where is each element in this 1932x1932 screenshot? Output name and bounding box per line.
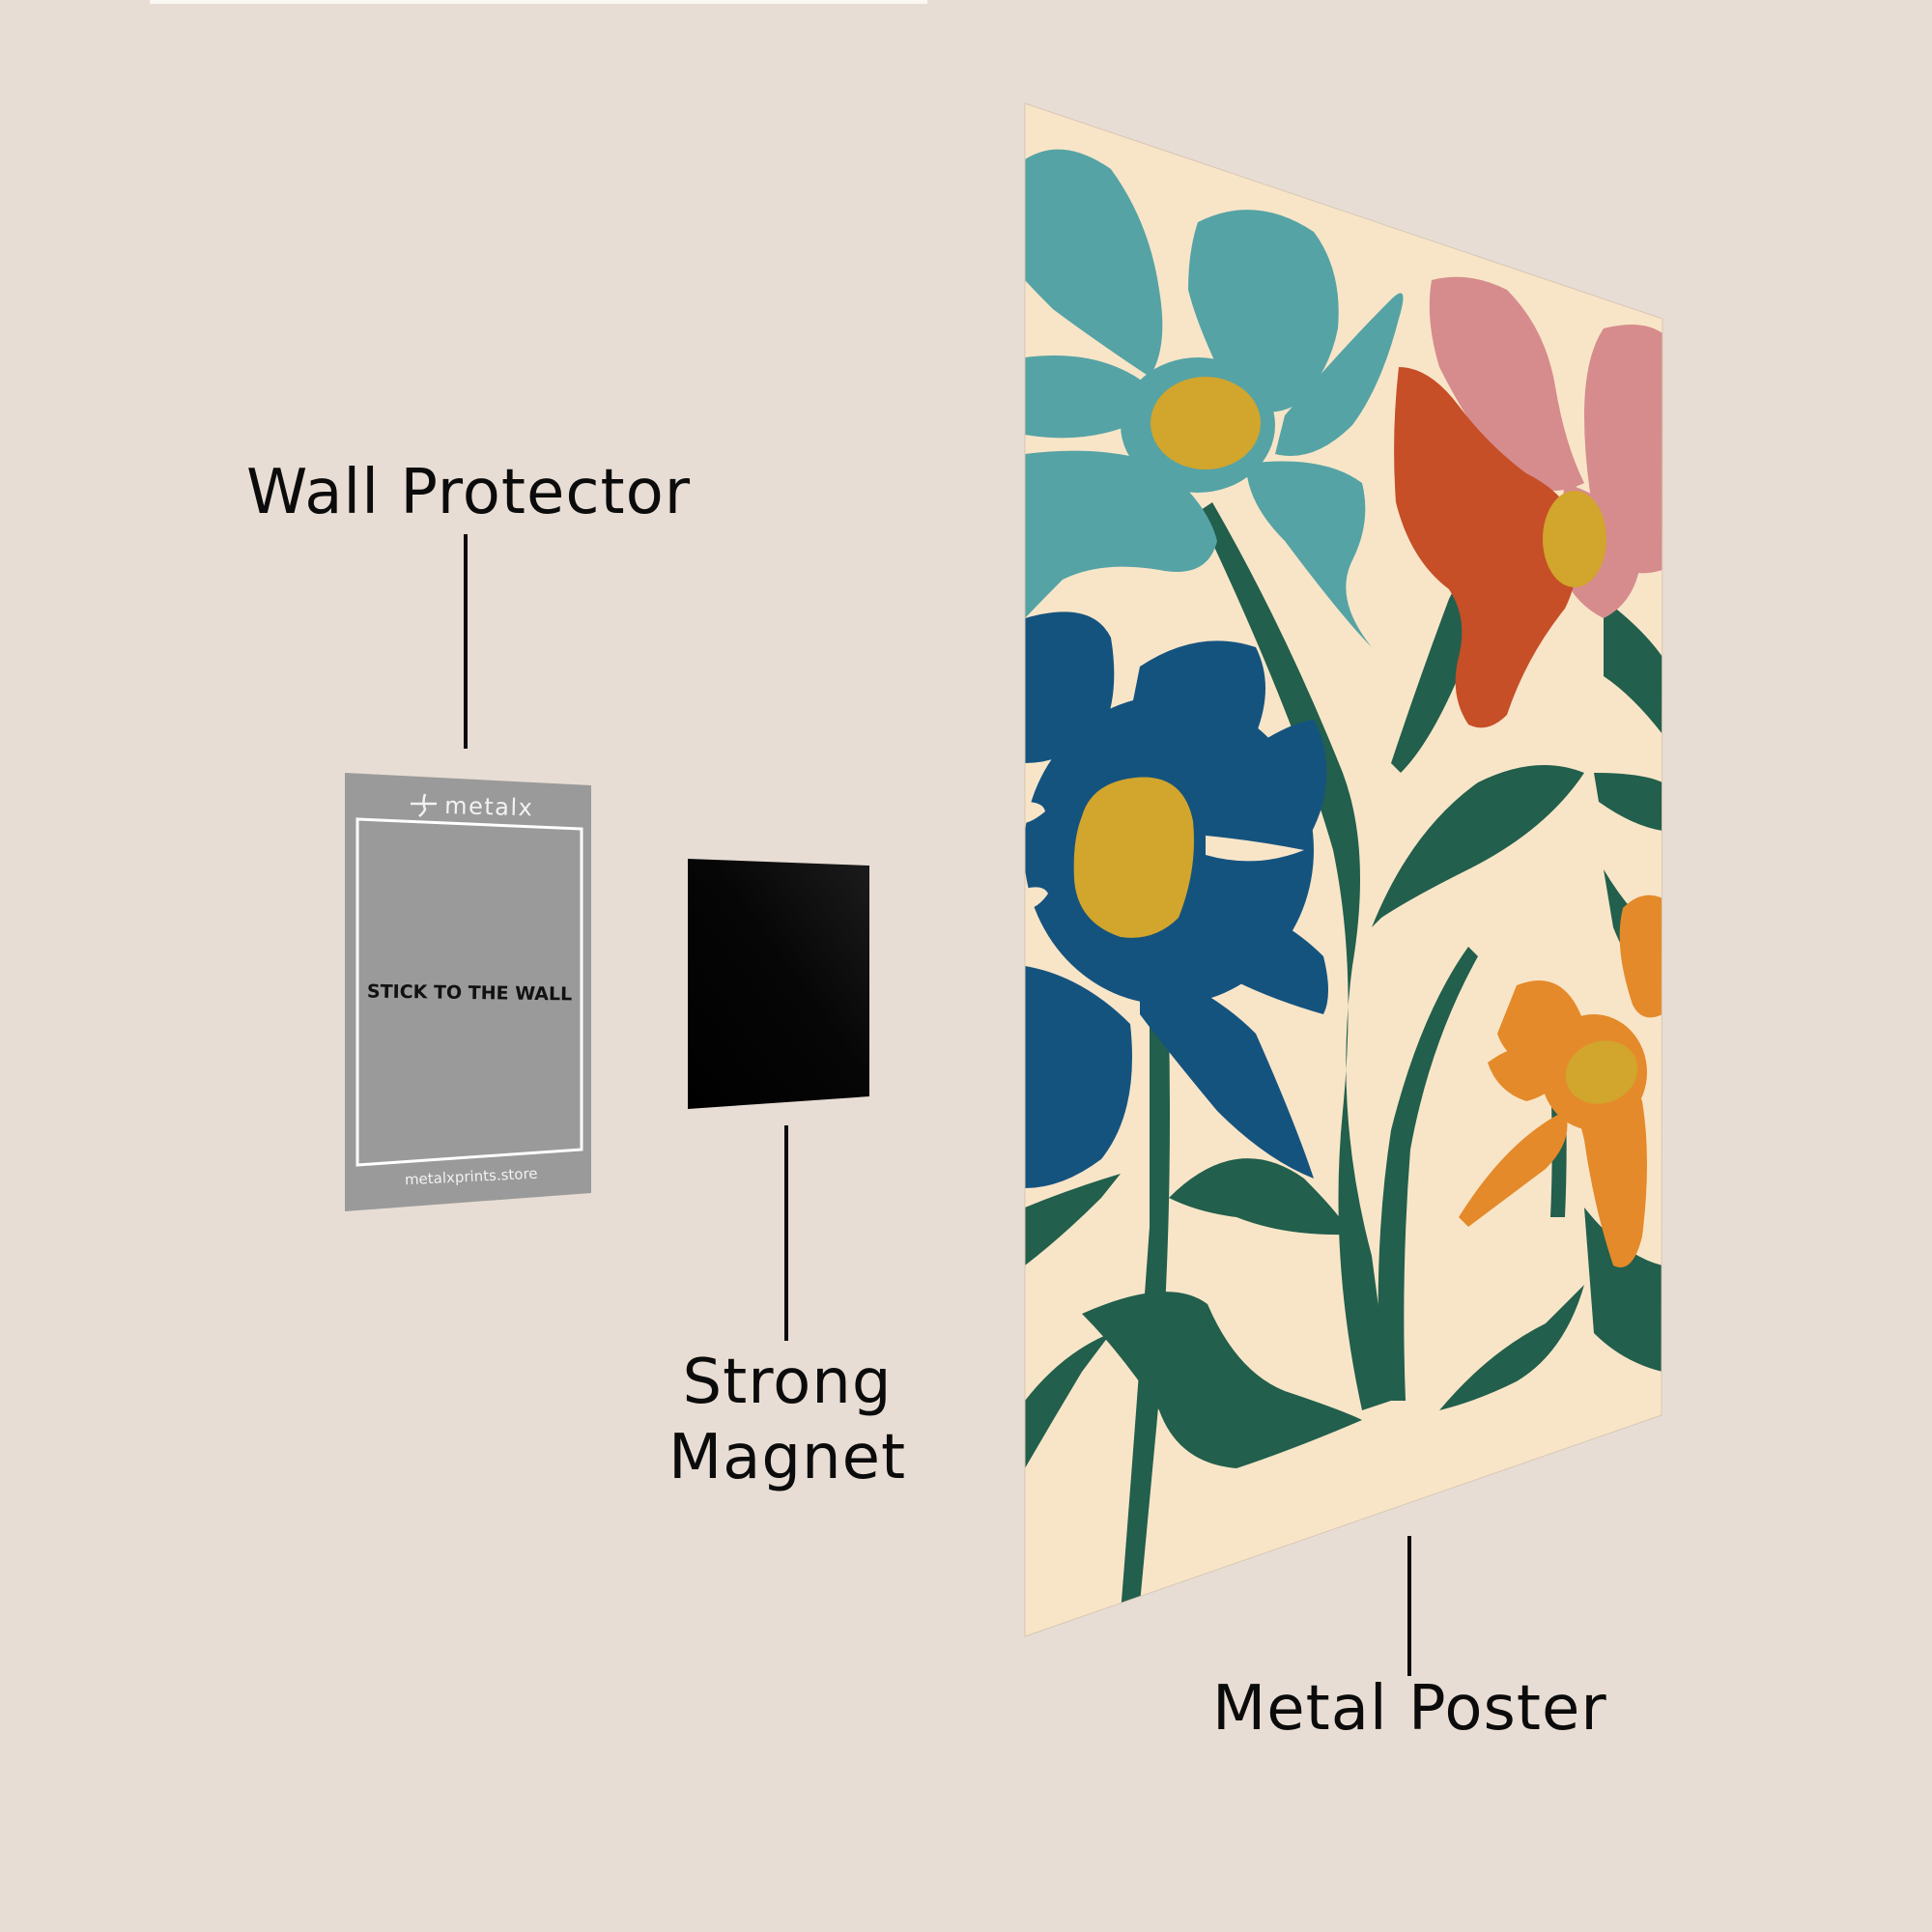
strong-magnet-label: Strong Magnet bbox=[667, 1345, 908, 1495]
magnet-panel bbox=[688, 859, 869, 1109]
wall-protector-panel: metalx STICK TO THE WALL metalxprints.st… bbox=[345, 773, 591, 1211]
orange-flower-center bbox=[1565, 1040, 1638, 1104]
metal-poster bbox=[1024, 102, 1663, 1637]
teal-flower-center bbox=[1151, 377, 1261, 469]
wall-protector-label: Wall Protector bbox=[246, 457, 692, 528]
metal-poster-leader-line bbox=[1407, 1536, 1411, 1676]
strong-magnet-label-line2: Magnet bbox=[668, 1422, 907, 1493]
wall-protector-leader-line bbox=[464, 534, 468, 749]
strong-magnet-label-line1: Strong bbox=[682, 1347, 893, 1418]
stick-to-wall-text: STICK TO THE WALL bbox=[367, 981, 572, 1006]
metal-poster-label: Metal Poster bbox=[1212, 1673, 1607, 1745]
top-edge-band bbox=[150, 0, 927, 4]
strong-magnet-leader-line bbox=[784, 1125, 788, 1341]
metalx-logo-icon bbox=[411, 793, 437, 817]
blue-flower-center bbox=[1073, 777, 1194, 938]
red-flower bbox=[1394, 367, 1578, 728]
red-flower-center bbox=[1543, 491, 1606, 587]
brand-name: metalx bbox=[444, 792, 534, 821]
